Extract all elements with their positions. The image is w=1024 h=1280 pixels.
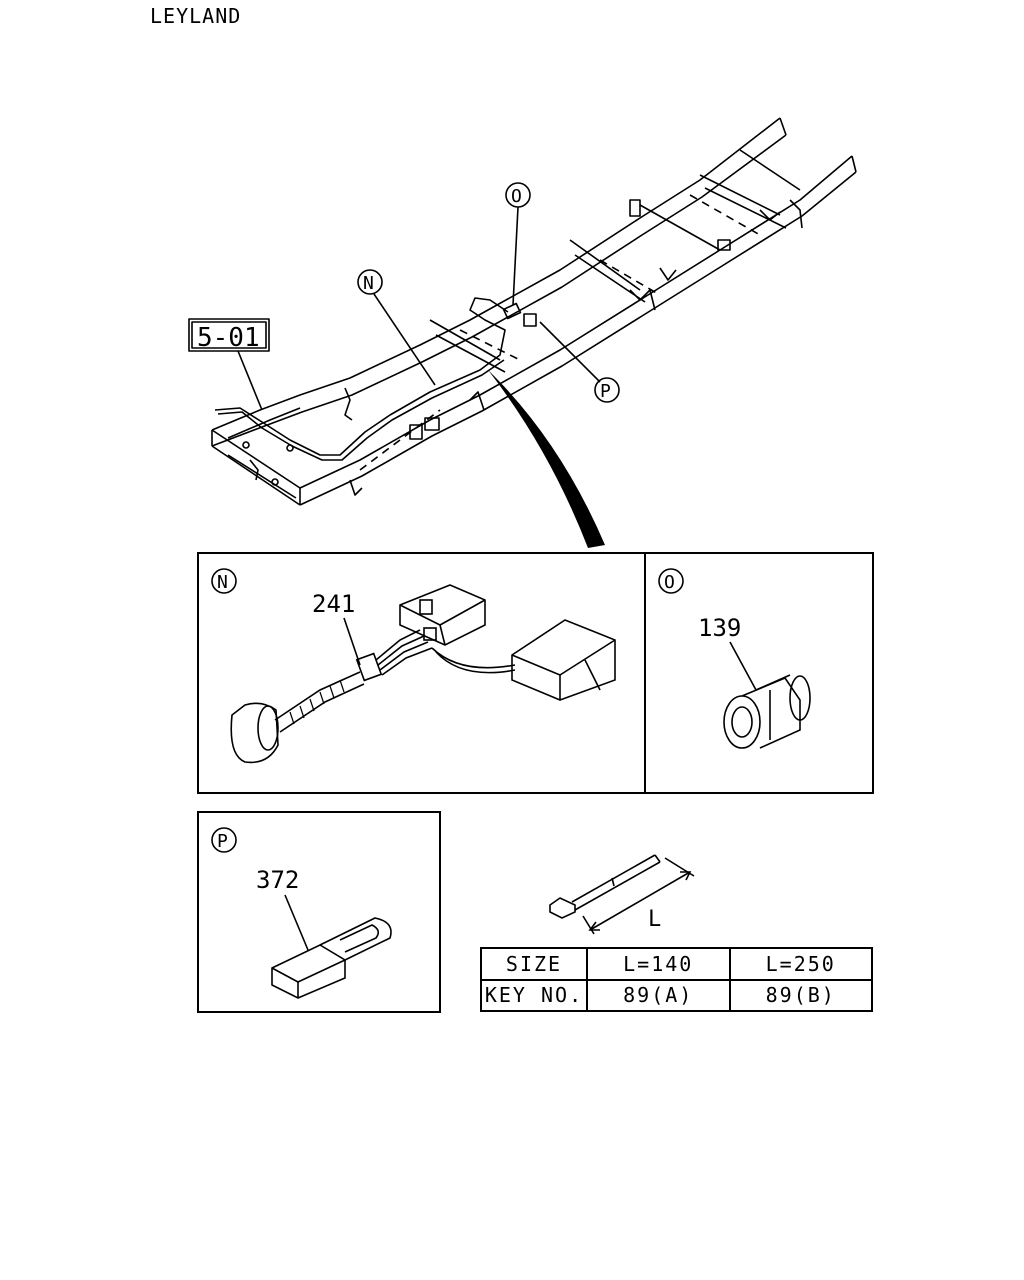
terminal-drawing	[271, 894, 392, 999]
panel-p-letter: P	[217, 831, 228, 852]
strap-dimension-label: L	[648, 907, 661, 932]
ref-box	[188, 318, 270, 352]
callout-p-circle	[594, 377, 620, 403]
detail-pointer	[488, 370, 605, 548]
chassis-frame	[211, 117, 857, 506]
table-row: KEY NO. 89(A) 89(B)	[480, 978, 873, 1012]
table-cell: L=250	[728, 947, 873, 981]
ref-box-label: 5-01	[197, 323, 260, 353]
table-cell: SIZE	[480, 947, 588, 981]
panel-o-part-no: 139	[698, 614, 741, 642]
table-cell: 89(A)	[586, 978, 731, 1012]
plug-drawing	[723, 641, 811, 749]
table-row: SIZE L=140 L=250	[480, 947, 873, 981]
panel-n-letter: N	[217, 572, 228, 593]
brand-title: LEYLAND	[150, 4, 242, 28]
callout-n-label: N	[363, 273, 374, 294]
callout-p-label: P	[600, 381, 611, 402]
panel-o	[644, 552, 874, 794]
cable-tie-drawing	[549, 854, 695, 935]
table-cell: 89(B)	[728, 978, 873, 1012]
sensor-harness-drawing	[230, 584, 616, 764]
panel-o-letter: O	[664, 572, 675, 593]
callout-o-circle	[505, 182, 531, 208]
callout-o-label: O	[511, 186, 522, 207]
table-cell: KEY NO.	[480, 978, 588, 1012]
panel-n	[197, 552, 646, 794]
table-cell: L=140	[586, 947, 731, 981]
panel-p	[197, 811, 441, 1013]
panel-p-part-no: 372	[256, 866, 299, 894]
callout-n-circle	[357, 269, 383, 295]
size-table: SIZE L=140 L=250 KEY NO. 89(A) 89(B)	[480, 947, 873, 1012]
panel-n-part-no: 241	[312, 590, 355, 618]
